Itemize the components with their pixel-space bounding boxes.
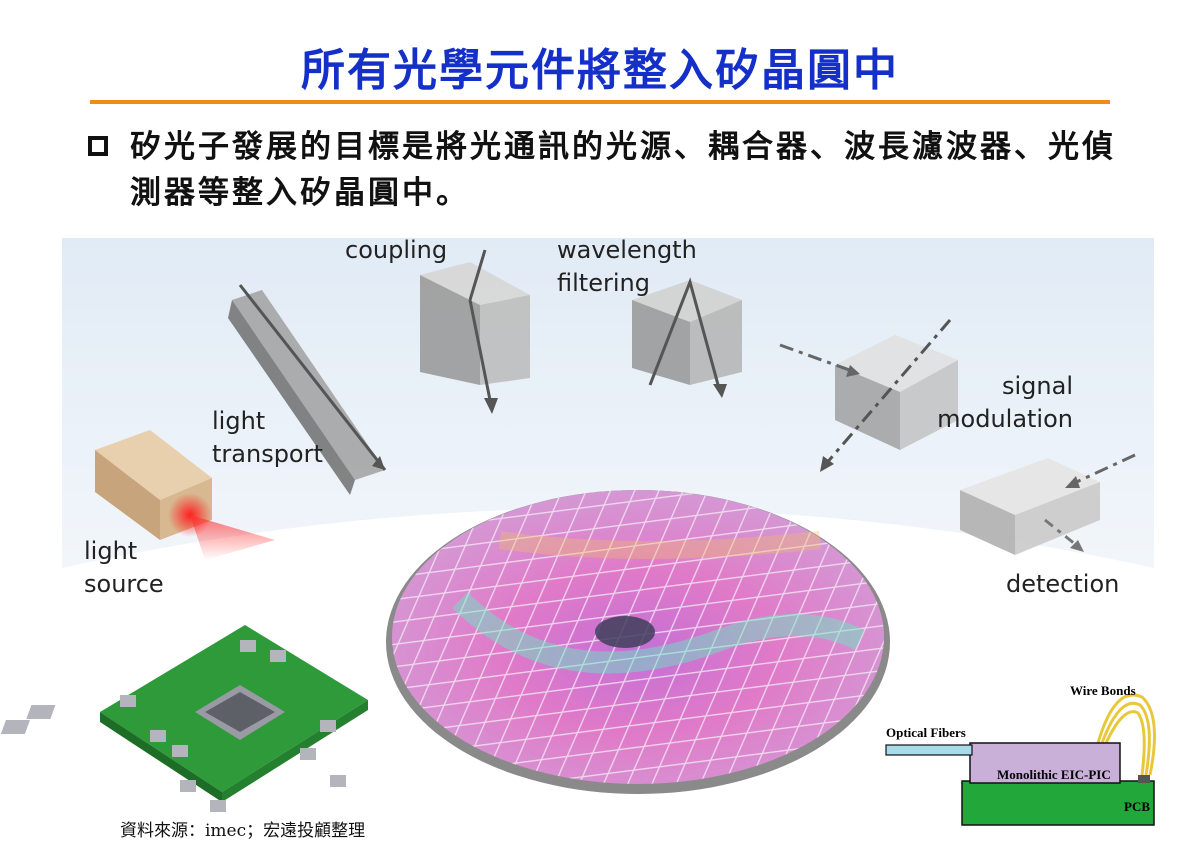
label-detection: detection xyxy=(1006,570,1120,598)
label-light-transport-line2: transport xyxy=(212,440,323,468)
wire-bond-arc-1 xyxy=(1096,693,1156,776)
wire-bond-arc-3 xyxy=(1104,710,1146,776)
chip-package-illustration xyxy=(0,625,368,812)
detection-block xyxy=(960,453,1136,555)
label-pcb: PCB xyxy=(1124,799,1150,814)
label-signal-line1: signal xyxy=(1002,372,1073,400)
label-light-transport: light transport xyxy=(212,405,323,471)
label-coupling: coupling xyxy=(345,236,448,264)
bond-pad xyxy=(1138,775,1150,783)
silicon-wafer xyxy=(386,490,890,794)
label-signal-line2: modulation xyxy=(937,405,1073,433)
coupling-block xyxy=(420,249,530,414)
bullet-square-icon xyxy=(88,136,108,156)
label-wavelength-filtering: wavelength filtering xyxy=(557,234,697,300)
label-wavelength-line1: wavelength xyxy=(557,236,697,264)
title-underline xyxy=(90,100,1110,104)
label-light-source-line1: light xyxy=(84,537,138,565)
label-wire-bonds: Wire Bonds xyxy=(1070,683,1136,698)
eic-pic-package-diagram: Optical Fibers Wire Bonds Monolithic EIC… xyxy=(885,683,1156,826)
light-transport-waveguide xyxy=(228,284,387,495)
label-wavelength-line2: filtering xyxy=(557,269,650,297)
bullet-text: 矽光子發展的目標是將光通訊的光源、耦合器、波長濾波器、光偵測器等整入矽晶圓中。 xyxy=(130,129,1116,211)
label-light-source-line2: source xyxy=(84,570,164,598)
page-title: 所有光學元件將整入矽晶圓中 xyxy=(301,45,899,96)
label-light-transport-line1: light xyxy=(212,407,266,435)
wavelength-filtering-block xyxy=(632,277,742,398)
pcb-layer xyxy=(961,780,1155,826)
optical-fiber xyxy=(885,744,973,756)
label-optical-fibers: Optical Fibers xyxy=(886,725,966,740)
eic-pic-chip xyxy=(969,742,1121,784)
label-light-source: light source xyxy=(84,535,164,601)
light-source-block xyxy=(95,430,275,560)
label-chip: Monolithic EIC-PIC xyxy=(997,767,1111,782)
label-signal-modulation: signal modulation xyxy=(937,370,1073,436)
source-caption: 資料來源：imec；宏遠投顧整理 xyxy=(120,821,366,841)
wire-bond-arc-2 xyxy=(1100,701,1151,776)
signal-modulation-block xyxy=(779,319,958,472)
